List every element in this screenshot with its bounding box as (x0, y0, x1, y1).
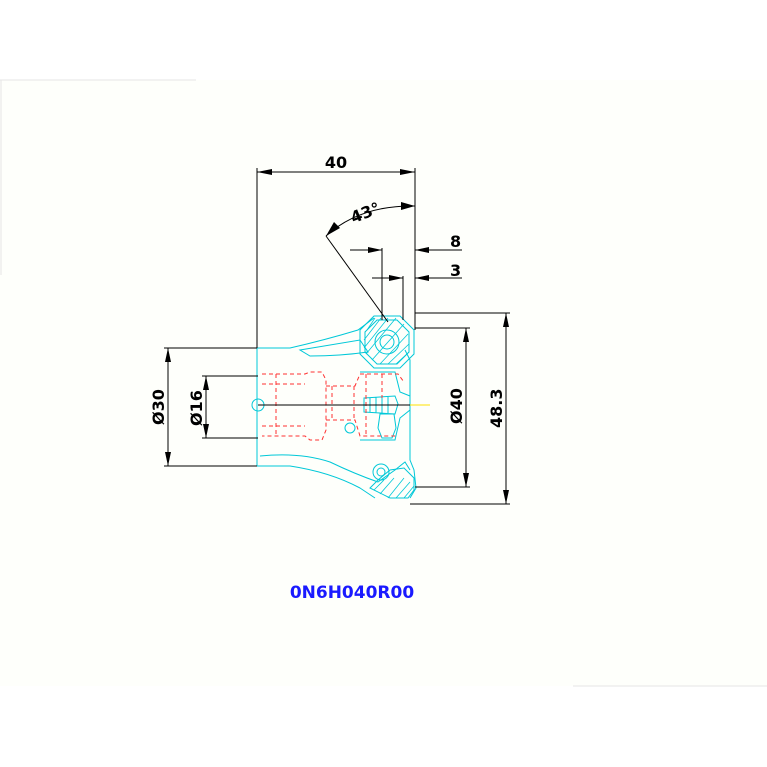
dimension-dia16: Ø16 (187, 375, 258, 439)
upper-insert-hole (374, 329, 400, 355)
lower-insert-bore (376, 467, 386, 477)
arrow-40-bottom (463, 473, 469, 487)
drawing-sheet (0, 80, 767, 686)
small-hole-mid (344, 422, 356, 434)
dimension-dia40: Ø40 (415, 327, 470, 488)
upper-insert-bore (379, 334, 395, 350)
arrow-16-bottom (203, 424, 209, 438)
shank-outline (256, 317, 376, 499)
arrow-16-top (203, 376, 209, 390)
dim-label-48-3: 48.3 (487, 389, 506, 428)
arrow-left (257, 169, 272, 175)
upper-insert-octagon (359, 315, 415, 369)
arrow-8-right (415, 247, 429, 253)
angle-arrow-left (326, 222, 340, 236)
hidden-passage (326, 373, 405, 437)
lower-insert-hole (372, 463, 390, 481)
dimension-dia30: Ø30 (149, 347, 257, 467)
dim-label-8: 8 (450, 232, 461, 251)
arrow-30-bottom (165, 452, 171, 466)
dimension-8: 8 (350, 232, 462, 320)
arrow-8-left (368, 247, 382, 253)
arrow-40-top (463, 328, 469, 342)
dim-label-40: 40 (325, 153, 347, 172)
head-detail (360, 371, 411, 441)
hidden-coolant (331, 374, 383, 436)
dim-label-3: 3 (450, 261, 461, 280)
dim-label-dia30: Ø30 (149, 389, 168, 425)
arrow-48-top (503, 313, 509, 327)
lower-insert-hatching (373, 477, 415, 499)
dim-label-dia16: Ø16 (187, 390, 206, 426)
dimension-40-length: 40 (256, 153, 416, 348)
part-number: 0N6H040R00 (290, 583, 415, 603)
upper-insert-hatching (363, 317, 410, 365)
screw-head (377, 413, 397, 439)
arrow-30-top (165, 348, 171, 362)
dim-label-dia40: Ø40 (447, 388, 466, 424)
angle-leg (325, 235, 389, 323)
arrow-right (400, 169, 415, 175)
dimension-48-3: 48.3 (410, 312, 510, 505)
arrow-48-bottom (503, 490, 509, 504)
lower-contour (259, 454, 411, 483)
arrow-3-right (415, 275, 429, 281)
angle-arrow-right (401, 202, 415, 210)
arrow-3-left (389, 275, 403, 281)
dimension-3: 3 (372, 261, 462, 320)
